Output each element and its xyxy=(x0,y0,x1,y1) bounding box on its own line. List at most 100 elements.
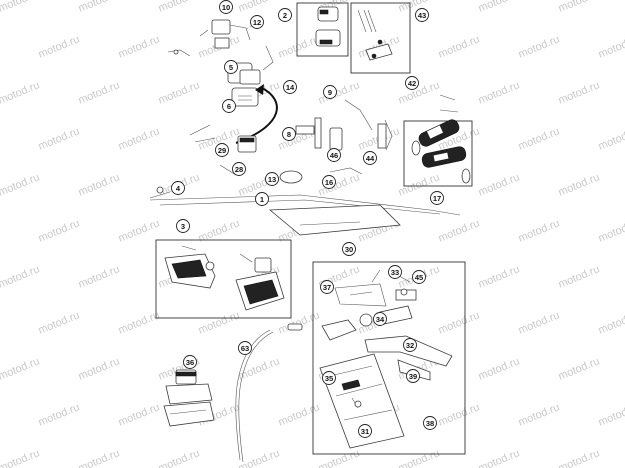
watermark-text: motod.ru xyxy=(557,447,602,468)
callout-14: 14 xyxy=(283,80,297,94)
callout-28: 28 xyxy=(232,162,246,176)
watermark-text: motod.ru xyxy=(0,171,41,198)
callout-number: 1 xyxy=(260,195,264,204)
watermark-text: motod.ru xyxy=(437,401,482,428)
callout-circle xyxy=(238,341,252,355)
watermark-text: motod.ru xyxy=(117,33,162,60)
watermark-text: motod.ru xyxy=(557,79,602,106)
callout-number: 37 xyxy=(323,283,331,292)
watermark-text: motod.ru xyxy=(237,0,282,15)
callout-circle xyxy=(423,416,437,430)
watermark-text: motod.ru xyxy=(557,171,602,198)
box-part-17 xyxy=(403,120,473,187)
callout-12: 12 xyxy=(250,15,264,29)
handguards-detail xyxy=(164,245,285,311)
watermark-text: motod.ru xyxy=(237,355,282,382)
watermark-text: motod.ru xyxy=(157,79,202,106)
callout-16: 16 xyxy=(322,175,336,189)
callout-number: 12 xyxy=(253,18,261,27)
watermark-text: motod.ru xyxy=(77,355,122,382)
callout-46: 46 xyxy=(327,148,341,162)
watermark-text: motod.ru xyxy=(0,309,1,336)
watermark-text: motod.ru xyxy=(0,355,41,382)
callout-2: 2 xyxy=(278,8,292,22)
watermark-text: motod.ru xyxy=(597,217,625,244)
callout-13: 13 xyxy=(265,172,279,186)
callout-circle xyxy=(265,172,279,186)
watermark-text: motod.ru xyxy=(557,0,602,15)
watermark-text: motod.ru xyxy=(597,309,625,336)
callout-number: 38 xyxy=(426,419,434,428)
watermark-text: motod.ru xyxy=(117,401,162,428)
callout-number: 5 xyxy=(229,63,233,72)
throttle-housing-group xyxy=(167,19,278,153)
callout-9: 9 xyxy=(323,85,337,99)
watermark-text: motod.ru xyxy=(77,263,122,290)
callout-17: 17 xyxy=(430,191,444,205)
callout-circle xyxy=(323,85,337,99)
callout-circle xyxy=(373,312,387,326)
watermark-text: motod.ru xyxy=(277,33,322,60)
watermark-text: motod.ru xyxy=(0,0,41,15)
watermark-text: motod.ru xyxy=(477,355,522,382)
callout-number: 43 xyxy=(418,11,426,20)
callout-number: 9 xyxy=(328,88,332,97)
callout-circle xyxy=(183,355,197,369)
callout-1: 1 xyxy=(255,192,269,206)
watermark-text: motod.ru xyxy=(277,401,322,428)
callout-44: 44 xyxy=(363,151,377,165)
part-43-detail xyxy=(357,9,393,61)
callout-number: 4 xyxy=(176,184,181,193)
callout-number: 28 xyxy=(235,165,243,174)
callout-circle xyxy=(363,151,377,165)
cable-detail xyxy=(235,323,303,463)
callout-circle xyxy=(222,99,236,113)
callout-circle xyxy=(283,80,297,94)
callout-number: 46 xyxy=(330,151,338,160)
callout-circle xyxy=(388,265,402,279)
watermark-text: motod.ru xyxy=(517,125,562,152)
watermark-text: motod.ru xyxy=(0,125,1,152)
callout-number: 6 xyxy=(227,102,231,111)
callout-circle xyxy=(250,15,264,29)
callout-circle xyxy=(327,148,341,162)
box-part-3 xyxy=(155,239,292,319)
callout-6: 6 xyxy=(222,99,236,113)
callout-number: 34 xyxy=(376,315,385,324)
callout-number: 36 xyxy=(186,358,194,367)
callout-circle xyxy=(219,0,233,14)
watermark-text: motod.ru xyxy=(597,401,625,428)
callout-number: 35 xyxy=(325,374,333,383)
callout-number: 45 xyxy=(415,273,423,282)
watermark-text: motod.ru xyxy=(517,309,562,336)
callout-circle xyxy=(406,369,420,383)
callout-34: 34 xyxy=(373,312,387,326)
watermark-text: motod.ru xyxy=(77,79,122,106)
watermark-text: motod.ru xyxy=(0,447,41,468)
callout-35: 35 xyxy=(322,371,336,385)
watermark-text: motod.ru xyxy=(77,171,122,198)
callout-circle xyxy=(255,192,269,206)
watermark-text: motod.ru xyxy=(517,401,562,428)
watermark-text: motod.ru xyxy=(277,309,322,336)
callout-39: 39 xyxy=(406,369,420,383)
callout-leader-12 xyxy=(244,21,258,31)
callout-30: 30 xyxy=(342,242,356,256)
watermark-text: motod.ru xyxy=(77,0,122,15)
watermark-text: motod.ru xyxy=(397,79,442,106)
callout-3: 3 xyxy=(176,219,190,233)
callout-circle xyxy=(430,191,444,205)
part-2-detail xyxy=(315,6,341,47)
box-part-30 xyxy=(312,261,466,455)
box-part-2 xyxy=(296,2,349,57)
watermark-text: motod.ru xyxy=(0,79,41,106)
watermark-text: motod.ru xyxy=(0,263,41,290)
callout-45: 45 xyxy=(412,270,426,284)
callout-31: 31 xyxy=(358,424,372,438)
watermark-text: motod.ru xyxy=(317,447,362,468)
callout-circle xyxy=(224,60,238,74)
watermark-text: motod.ru xyxy=(437,217,482,244)
callout-number: 16 xyxy=(325,178,333,187)
